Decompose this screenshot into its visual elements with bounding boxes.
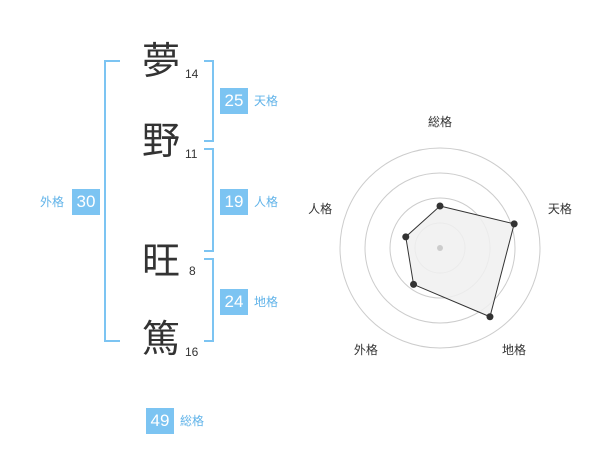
radar-axis-label-2: 天格 bbox=[548, 201, 572, 216]
tenkaku-bracket bbox=[204, 60, 214, 142]
gaikaku-value: 30 bbox=[72, 189, 100, 215]
radar-grid-ring-4 bbox=[339, 147, 541, 349]
tenkaku-label: 天格 bbox=[254, 94, 279, 108]
jinkaku-bracket bbox=[204, 148, 214, 252]
stroke-count-2: 11 bbox=[185, 147, 198, 161]
radar-axis-label-3: 地格 bbox=[502, 342, 526, 357]
name-char-4: 篤 bbox=[142, 317, 181, 361]
jinkaku-value: 19 bbox=[220, 189, 248, 215]
soukaku-value: 49 bbox=[146, 408, 174, 434]
chikaku-bracket bbox=[204, 258, 214, 342]
tenkaku-value: 25 bbox=[220, 88, 248, 114]
chikaku-label: 地格 bbox=[254, 295, 279, 309]
radar-grid-ring-3 bbox=[364, 172, 516, 324]
radar-axis-label-1: 総格 bbox=[428, 114, 452, 129]
radar-point-5 bbox=[402, 233, 410, 241]
stroke-count-3: 8 bbox=[189, 264, 196, 278]
soukaku-label: 総格 bbox=[180, 414, 205, 428]
radar-center-point bbox=[437, 245, 443, 251]
name-char-2: 野 bbox=[142, 119, 181, 163]
radar-point-3 bbox=[486, 313, 494, 321]
radar-axis-label-5: 人格 bbox=[308, 201, 332, 216]
radar-point-2 bbox=[510, 220, 518, 228]
radar-axis-label-4: 外格 bbox=[354, 342, 378, 357]
gaikaku-label: 外格 bbox=[40, 195, 65, 209]
stroke-count-4: 16 bbox=[185, 345, 199, 359]
radar-point-1 bbox=[436, 202, 444, 210]
chikaku-value: 24 bbox=[220, 289, 248, 315]
gaikaku-bracket bbox=[104, 60, 120, 342]
name-char-3: 旺 bbox=[142, 239, 181, 283]
radar-point-4 bbox=[410, 280, 418, 288]
jinkaku-label: 人格 bbox=[254, 195, 279, 209]
radar-data-polygon bbox=[405, 205, 515, 318]
stroke-count-1: 14 bbox=[185, 67, 199, 81]
name-char-1: 夢 bbox=[142, 39, 181, 83]
